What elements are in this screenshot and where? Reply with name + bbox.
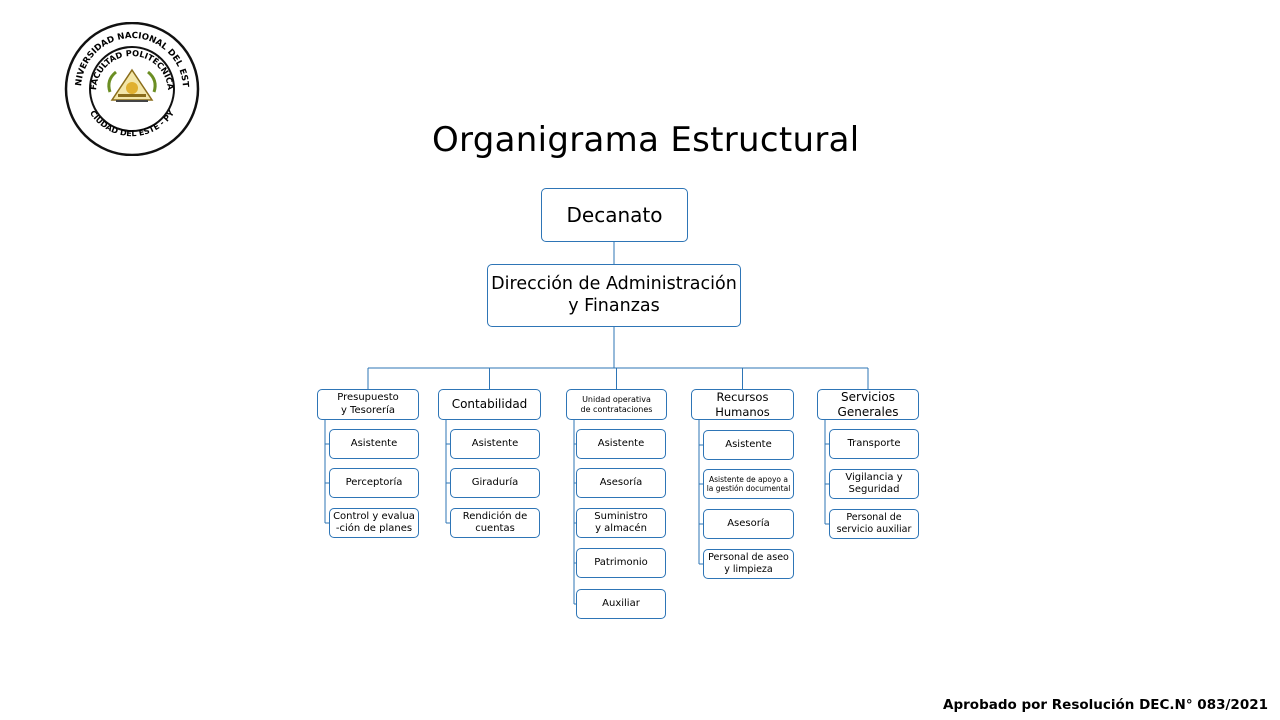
org-subunit-box: Giraduría xyxy=(450,468,540,498)
org-subunit-box: Personal de servicio auxiliar xyxy=(829,509,919,539)
org-department-header: Contabilidad xyxy=(438,389,541,420)
org-department-header: Unidad operativa de contrataciones xyxy=(566,389,667,420)
org-node-label: Asesoría xyxy=(727,517,770,529)
org-node-label: Contabilidad xyxy=(451,397,528,411)
org-subunit-box: Control y evalua -ción de planes xyxy=(329,508,419,538)
approval-footer: Aprobado por Resolución DEC.N° 083/2021 xyxy=(943,697,1268,713)
university-seal-logo: UNIVERSIDAD NACIONAL DEL ESTE FACULTAD P… xyxy=(62,22,200,156)
org-subunit-box: Auxiliar xyxy=(576,589,666,619)
org-node-label: Asistente xyxy=(725,438,772,450)
org-node-label: Asistente xyxy=(350,437,398,449)
org-subunit-box: Transporte xyxy=(829,429,919,459)
org-subunit-box: Asesoría xyxy=(576,468,666,498)
org-node-label: Giraduría xyxy=(471,476,519,488)
org-node-label: Decanato xyxy=(566,202,663,227)
org-node-label: Suministro y almacén xyxy=(594,510,648,535)
org-node-label: Personal de aseo y limpieza xyxy=(708,552,789,575)
org-node-label: Personal de servicio auxiliar xyxy=(836,512,912,535)
org-subunit-box: Vigilancia y Seguridad xyxy=(829,469,919,499)
org-node-label: Control y evalua -ción de planes xyxy=(333,510,415,535)
org-subunit-box: Patrimonio xyxy=(576,548,666,578)
org-node-label: Transporte xyxy=(847,437,901,449)
org-subunit-box: Asistente de apoyo a la gestión document… xyxy=(703,469,794,499)
org-node-label: Rendición de cuentas xyxy=(462,510,528,535)
org-node-label: Dirección de Administración y Finanzas xyxy=(491,273,737,316)
org-subunit-box: Asesoría xyxy=(703,509,794,539)
org-subunit-box: Asistente xyxy=(329,429,419,459)
org-node-label: Perceptoría xyxy=(345,476,403,488)
org-node-decanato: Decanato xyxy=(541,188,688,242)
org-subunit-box: Asistente xyxy=(703,430,794,460)
page-title: Organigrama Estructural xyxy=(432,120,860,160)
org-node-label: Auxiliar xyxy=(602,597,640,609)
org-subunit-box: Suministro y almacén xyxy=(576,508,666,538)
org-node-label: Unidad operativa de contrataciones xyxy=(580,394,653,414)
seal-emblem-icon xyxy=(107,68,157,102)
org-node-label: Servicios Generales xyxy=(837,389,899,419)
org-node-label: Asistente xyxy=(471,437,519,449)
org-subunit-box: Perceptoría xyxy=(329,468,419,498)
org-subunit-box: Personal de aseo y limpieza xyxy=(703,549,794,579)
org-subunit-box: Asistente xyxy=(450,429,540,459)
org-node-label: Presupuesto y Tesorería xyxy=(337,392,399,416)
org-department-header: Servicios Generales xyxy=(817,389,919,420)
org-department-header: Recursos Humanos xyxy=(691,389,794,420)
org-node-label: Patrimonio xyxy=(594,556,648,568)
org-node-direccion: Dirección de Administración y Finanzas xyxy=(487,264,741,327)
org-node-label: Asistente xyxy=(597,437,645,449)
org-node-label: Asistente de apoyo a la gestión document… xyxy=(706,474,791,493)
org-subunit-box: Rendición de cuentas xyxy=(450,508,540,538)
org-subunit-box: Asistente xyxy=(576,429,666,459)
org-department-header: Presupuesto y Tesorería xyxy=(317,389,419,420)
org-node-label: Recursos Humanos xyxy=(715,390,770,419)
org-node-label: Vigilancia y Seguridad xyxy=(845,471,903,496)
org-node-label: Asesoría xyxy=(599,476,643,488)
